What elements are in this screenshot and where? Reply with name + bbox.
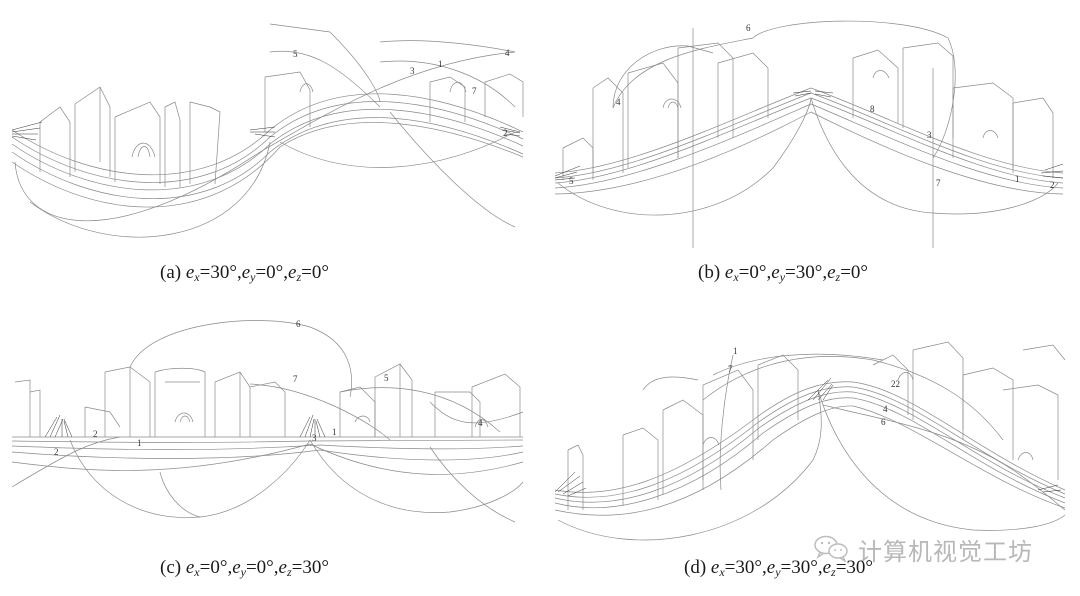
param-value: =0° [738,262,767,283]
caption-a: (a) ex=30°,ey=0°,ez=0° [160,262,329,284]
param-var: e [827,262,836,283]
param-sub: z [831,565,836,579]
line-label: 4 [616,97,621,107]
line-label: 1 [137,438,142,448]
line-label: 1 [438,59,443,69]
param-value: =0° [255,262,284,283]
param-value: =0° [840,262,869,283]
line-label: 4 [883,404,888,414]
param-var: e [278,557,287,578]
line-label: 5 [293,49,298,59]
line-label: 2 [93,429,98,439]
line-label: 6 [296,319,301,329]
wechat-icon [814,535,848,562]
param-value: =30° [780,557,818,578]
caption-label: (b) [698,262,721,283]
line-label: 2 [54,447,59,457]
caption-label: (c) [160,557,182,578]
param-sub: y [240,565,246,579]
param-var: e [710,557,720,578]
line-label: 1 [332,427,337,437]
panel-a-image: 5 3 1 4 7 2 [10,12,525,247]
param-var: e [185,262,195,283]
line-label: 4 [505,48,510,58]
line-label: 7 [936,178,941,188]
param-value: =30° [199,262,237,283]
line-label: 6 [881,417,886,427]
param-sub: z [835,270,841,284]
line-label: 7 [293,374,298,384]
caption-d: (d) ex=30°,ey=30°,ez=30° [684,557,874,579]
param-var: e [232,557,241,578]
param-var: e [288,262,297,283]
param-value: =30° [835,557,874,578]
panorama-wireframe-a: 5 3 1 4 7 2 [11,23,524,238]
line-label: 5 [384,373,389,383]
watermark-text: 计算机视觉工坊 [858,532,1033,567]
param-var: e [766,557,776,578]
param-sub: z [286,565,292,579]
param-sub: z [296,270,302,284]
line-label: 2 [503,128,508,138]
panorama-wireframe-d: 1 7 22 4 6 [554,341,1066,541]
panel-c-image: 6 7 5 2 2 1 3 1 4 [10,312,525,537]
param-var: e [822,557,832,578]
line-label: 7 [472,86,477,96]
param-value: =0° [245,557,274,578]
line-label: 1 [733,346,738,356]
param-sub: x [719,565,725,579]
panel-d-image: 1 7 22 4 6 [553,320,1066,541]
line-label: 7 [728,364,733,374]
param-sub: x [194,565,200,579]
param-value: =30° [291,557,329,578]
panorama-wireframe-b: 6 4 8 3 7 5 1 2 [554,20,1064,248]
caption-c: (c) ex=0°,ey=0°,ez=30° [160,557,329,579]
panel-b-image: 6 4 8 3 7 5 1 2 [553,8,1065,248]
param-var: e [724,262,734,283]
param-sub: y [775,565,781,579]
line-label: 22 [891,379,900,389]
line-label: 6 [746,23,751,33]
param-var: e [241,262,251,283]
line-label: 3 [312,433,317,443]
param-var: e [185,557,195,578]
line-label: 8 [870,104,875,114]
line-label: 3 [927,130,932,140]
line-label: 3 [410,66,415,76]
param-sub: x [733,270,739,284]
caption-b: (b) ex=0°,ey=30°,ez=0° [698,262,869,284]
line-label: 2 [1050,180,1055,190]
line-label: 5 [569,176,574,186]
panorama-wireframe-c: 6 7 5 2 2 1 3 1 4 [11,319,524,523]
param-value: =0° [301,262,329,283]
param-sub: x [194,270,200,284]
watermark-label: 计算机视觉工坊 [858,538,1033,566]
caption-label: (a) [160,262,182,283]
line-label: 4 [478,418,483,428]
param-value: =30° [785,262,823,283]
param-value: =0° [199,557,228,578]
param-value: =30° [724,557,762,578]
param-var: e [771,262,780,283]
param-sub: y [250,270,256,284]
param-sub: y [779,270,786,284]
line-label: 1 [1015,174,1020,184]
caption-label: (d) [684,557,707,578]
